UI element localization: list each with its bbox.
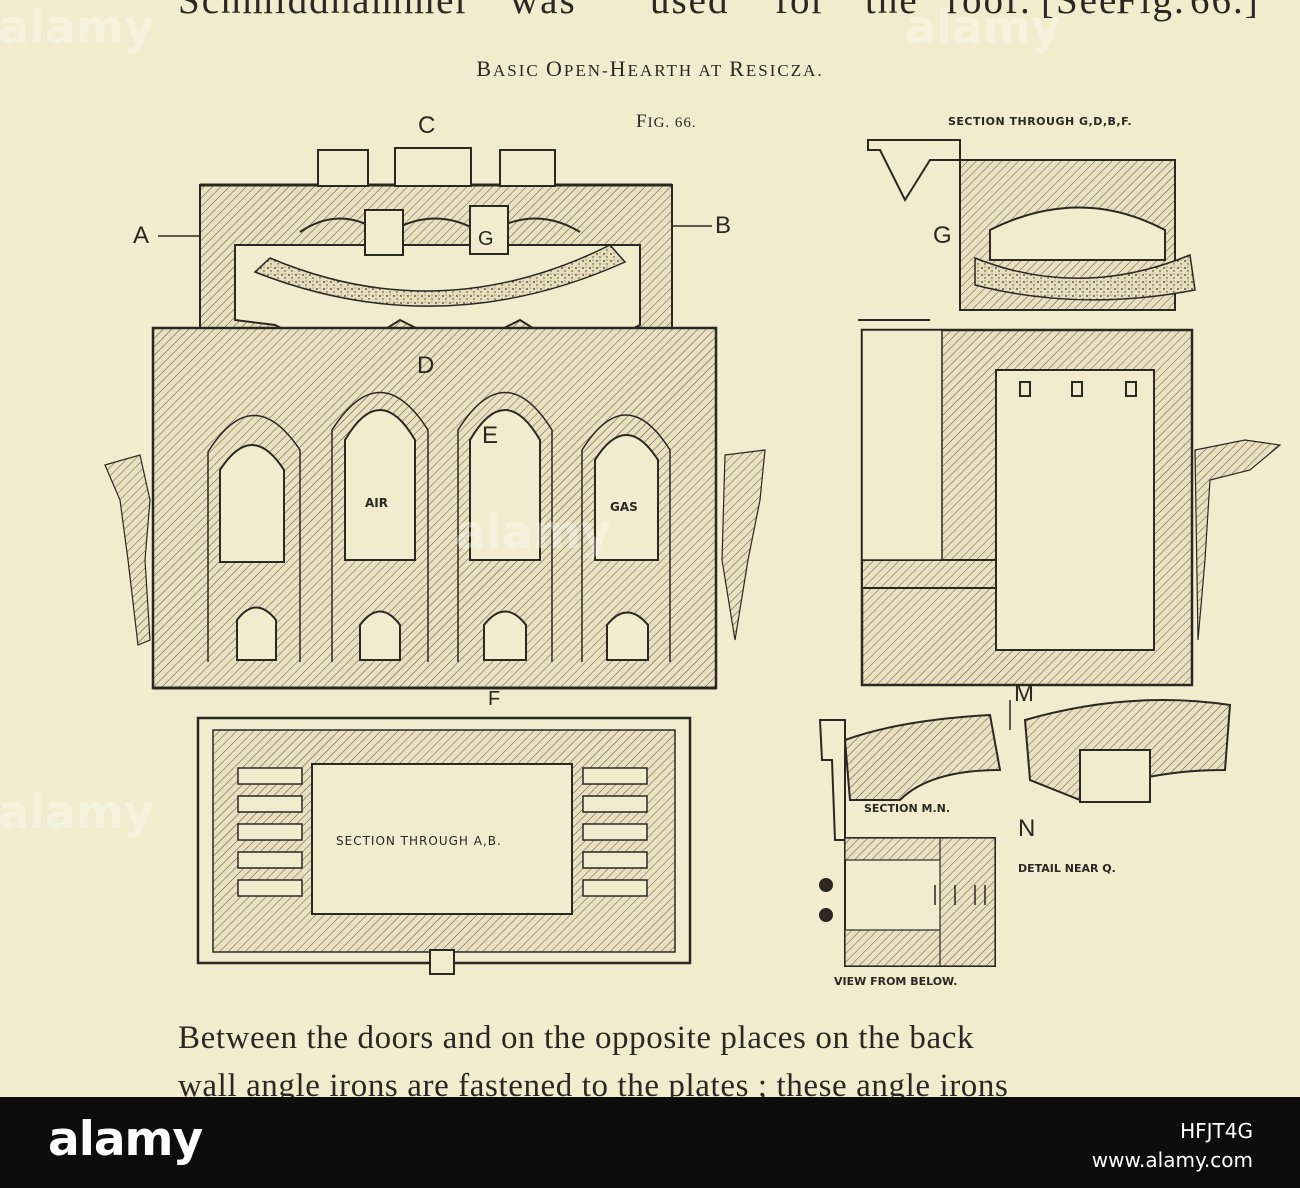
label-detail-near-q: DETAIL NEAR Q. (1018, 862, 1116, 875)
image-id: HFJT4G (1180, 1119, 1253, 1143)
watermark-text: alamy (0, 785, 154, 839)
label-section-ab: SECTION THROUGH A,B. (336, 834, 502, 848)
top-word: Fig. (1116, 0, 1186, 22)
label-section-gdbf: SECTION THROUGH G,D,B,F. (948, 115, 1133, 128)
label-m: M (1014, 680, 1034, 707)
figure-number: FIG. 66. (636, 111, 697, 132)
label-n: N (1018, 815, 1036, 842)
stock-footer-bar (0, 1097, 1300, 1188)
top-text-line: Schmiddhammer was used for the roof. [Se… (0, 0, 1300, 28)
label-b: B (715, 212, 732, 239)
figure-caption: BASIC OPEN-HEARTH AT RESICZA. (476, 56, 824, 81)
watermark-text: alamy (455, 505, 611, 559)
top-word: used (650, 0, 730, 22)
label-g: G (478, 228, 494, 250)
label-d: D (417, 352, 435, 379)
watermark-text: alamy (905, 0, 1061, 54)
top-word: 66.] (1190, 0, 1260, 22)
label-f: F (488, 688, 501, 710)
label-gas: GAS (610, 500, 638, 514)
top-word: the (865, 0, 919, 22)
watermark-text: alamy (0, 0, 154, 54)
top-word: Schmiddhammer (178, 0, 471, 22)
label-view-from-below: VIEW FROM BELOW. (834, 975, 958, 988)
label-air: AIR (365, 496, 388, 510)
body-text-line-1: Between the doors and on the opposite pl… (178, 1020, 975, 1056)
alamy-logo: alamy (48, 1112, 203, 1167)
top-word: [See (1041, 0, 1119, 22)
top-word: roof. (947, 0, 1032, 22)
label-section-mn: SECTION M.N. (864, 802, 951, 815)
top-word: was (510, 0, 577, 22)
label-g-right: G (933, 222, 952, 249)
top-word: for (775, 0, 827, 22)
label-c: C (418, 112, 436, 139)
label-e: E (482, 422, 499, 449)
label-a: A (133, 222, 150, 249)
site-url: www.alamy.com (1091, 1148, 1253, 1172)
